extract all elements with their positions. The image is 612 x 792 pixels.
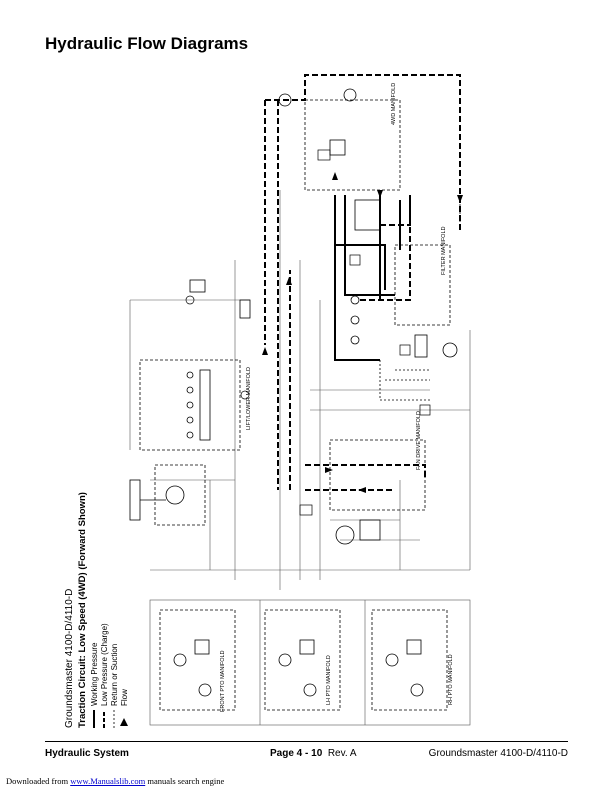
legend-working-pressure: Working Pressure (90, 642, 99, 706)
diagram-model: Groundsmaster 4100-D/4110-D (64, 589, 75, 728)
filter-label: FILTER MANIFOLD (441, 226, 447, 275)
flow-arrow-icon (358, 487, 366, 493)
fan-drive-label: FAN DRIVE MANIFOLD (416, 411, 422, 470)
footer-page: Page 4 - 10 Rev. A (270, 748, 357, 759)
low-pressure-lines (264, 74, 461, 491)
steering-group (129, 279, 251, 526)
front-pto-manifold: FRONT PTO MANIFOLD (159, 609, 236, 712)
download-suffix: manuals search engine (147, 776, 225, 786)
four-wd-label: 4WD MANIFOLD (391, 83, 397, 125)
lh-pto-manifold: LH PTO MANIFOLD (264, 609, 341, 711)
download-notice: Downloaded from www.Manualslib.com manua… (6, 776, 224, 786)
diagram-circuit: Traction Circuit: Low Speed (4WD) (Forwa… (77, 492, 88, 728)
manualslib-link[interactable]: www.Manualslib.com (70, 776, 146, 786)
legend-return: Return or Suction (110, 644, 119, 706)
flow-arrow-icon (377, 190, 383, 198)
fan-drive-manifold: FAN DRIVE MANIFOLD (329, 411, 426, 545)
flow-arrow-icon (262, 347, 268, 355)
filter-manifold: FILTER MANIFOLD (350, 226, 458, 358)
legend-entries: Working Pressure Low Pressure (Charge) R… (90, 623, 129, 728)
lift-lower-label: LIFT/LOWER MANIFOLD (246, 367, 252, 430)
valve-symbols (185, 149, 431, 516)
front-pto-label: FRONT PTO MANIFOLD (220, 650, 226, 712)
working-pressure-lines (334, 190, 401, 361)
footer-revision: Rev. A (327, 748, 357, 759)
rh-pto-label: RH PTO MANIFOLD (448, 654, 454, 705)
flow-arrow-icon (325, 467, 333, 473)
footer-page-number: Page 4 - 10 (270, 748, 323, 759)
page-title: Hydraulic Flow Diagrams (45, 34, 249, 53)
lh-pto-label: LH PTO MANIFOLD (326, 655, 332, 705)
flow-arrow-icon (332, 172, 338, 180)
footer-model: Groundsmaster 4100-D/4110-D (428, 748, 568, 759)
lift-lower-manifold: LIFT/LOWER MANIFOLD (139, 359, 252, 451)
download-prefix: Downloaded from (6, 776, 69, 786)
flow-arrow-icon (286, 277, 292, 285)
flow-arrow-icon (457, 195, 463, 203)
legend-flow: Flow (120, 689, 129, 706)
footer-section: Hydraulic System (45, 748, 129, 759)
legend-flow-arrow-icon (120, 718, 128, 726)
footer-rule (45, 741, 568, 742)
rh-pto-manifold: RH PTO MANIFOLD (371, 609, 454, 711)
legend-low-pressure: Low Pressure (Charge) (100, 623, 109, 706)
four-wd-manifold: 4WD MANIFOLD (278, 83, 401, 231)
flow-arrows (262, 172, 463, 493)
legend-block: Groundsmaster 4100-D/4110-D Traction Cir… (64, 492, 129, 728)
thin-circuit-lines (129, 190, 471, 726)
